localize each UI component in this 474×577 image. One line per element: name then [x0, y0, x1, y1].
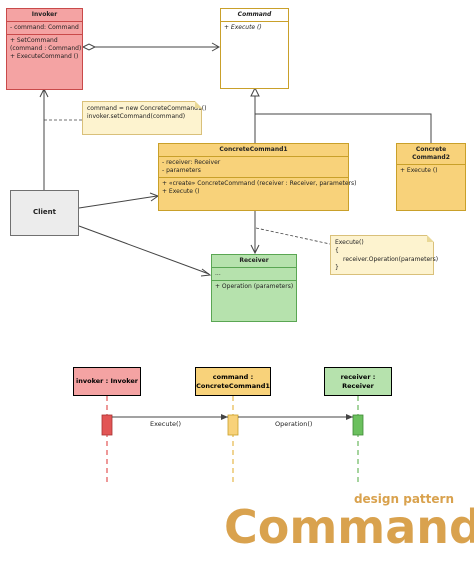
execute-message-arrowhead [221, 414, 228, 420]
concrete-receiver-arrowhead [250, 244, 260, 255]
execute-note: Execute() { receiver.Operation(parameter… [330, 235, 439, 275]
receiver-operations: + Operation (parameters) [212, 280, 296, 293]
invoker-attribute: - command: Command [10, 24, 79, 32]
client-receiver-arrowhead [200, 268, 212, 277]
concrete-command1-class[interactable]: ConcreteCommand1 - receiver: Receiver - … [158, 143, 357, 211]
concrete1-attributes: - receiver: Receiver - parameters [159, 156, 348, 177]
concrete-command2-class[interactable]: Concrete Command2 + Execute () [396, 143, 466, 211]
command-operations: + Execute () [221, 21, 288, 34]
receiver-class[interactable]: Receiver ... + Operation (parameters) [211, 254, 297, 322]
note-fold-icon [195, 101, 202, 108]
client-class[interactable]: Client [10, 190, 79, 236]
concrete2-title1: Concrete [415, 146, 447, 153]
aggregation-diamond [81, 43, 97, 51]
seq-command[interactable]: command : ConcreteCommand1 [195, 367, 271, 396]
aggregation-arrowhead [211, 42, 221, 52]
seq-receiver[interactable]: receiver : Receiver [324, 367, 392, 396]
invoker-title: Invoker [31, 11, 58, 18]
receiver-title: Receiver [239, 257, 269, 264]
seq-receiver-label: receiver : Receiver [340, 373, 376, 390]
command-activation [227, 414, 239, 436]
note2-dashed-line [255, 227, 331, 245]
receiver-op: + Operation (parameters) [215, 283, 294, 291]
concrete1-op1: + «create» ConcreteCommand (receiver : R… [162, 180, 357, 188]
note2-line4: } [335, 264, 339, 272]
concrete1-op2: + Execute () [162, 188, 200, 196]
concrete2-operations: + Execute () [397, 163, 465, 177]
invoker-activation [101, 414, 113, 436]
command-op: + Execute () [224, 24, 262, 32]
note2-line1: Execute() [335, 239, 364, 246]
command-interface[interactable]: Command + Execute () [220, 8, 289, 89]
generalization-line-2 [255, 113, 432, 143]
invoker-op2: + ExecuteCommand () [10, 53, 79, 61]
receiver-activation [352, 414, 364, 436]
concrete1-operations: + «create» ConcreteCommand (receiver : R… [159, 177, 357, 198]
note2-line3: receiver.Operation(parameters) [343, 255, 439, 263]
client-note: command = new ConcreteCommand1() invoker… [82, 101, 207, 135]
concrete2-title: Concrete Command2 [397, 144, 465, 164]
concrete1-attr1: - receiver: Receiver [162, 159, 221, 167]
seq-command-label1: command : [212, 373, 254, 382]
concrete1-title: ConcreteCommand1 [219, 146, 288, 153]
receiver-attributes: ... [212, 267, 296, 280]
operation-message-label: Operation() [275, 420, 313, 428]
invoker-op1b: (command : Command) [10, 45, 82, 53]
note1-line1: command = new ConcreteCommand1() [87, 105, 207, 112]
seq-command-label2: ConcreteCommand1 [196, 381, 270, 390]
concrete1-attr2: - parameters [162, 167, 201, 175]
concrete2-title2: Command2 [412, 153, 450, 161]
seq-invoker-label: invoker : Invoker [76, 377, 138, 386]
invoker-class[interactable]: Invoker - command: Command + SetCommand … [6, 8, 83, 90]
design-pattern-subtitle: design pattern [353, 492, 454, 506]
client-title: Client [32, 208, 56, 217]
client-concrete-line [78, 195, 158, 209]
operation-message-arrowhead [346, 414, 353, 420]
invoker-operations: + SetCommand (command : Command) + Execu… [7, 34, 82, 63]
seq-invoker[interactable]: invoker : Invoker [73, 367, 141, 396]
invoker-op1: + SetCommand [10, 37, 58, 45]
client-receiver-line [78, 225, 210, 275]
invoker-attributes: - command: Command [7, 21, 82, 34]
concrete2-op: + Execute () [400, 166, 438, 174]
note2-line2: { [335, 247, 339, 255]
receiver-attr: ... [215, 270, 221, 278]
generalization-triangle [250, 86, 260, 97]
command-title: Command [237, 11, 272, 18]
pattern-title: Command [224, 500, 474, 554]
execute-message-label: Execute() [150, 420, 182, 428]
note1-line2: invoker.setCommand(command) [87, 113, 186, 121]
note-fold-icon [427, 235, 434, 242]
